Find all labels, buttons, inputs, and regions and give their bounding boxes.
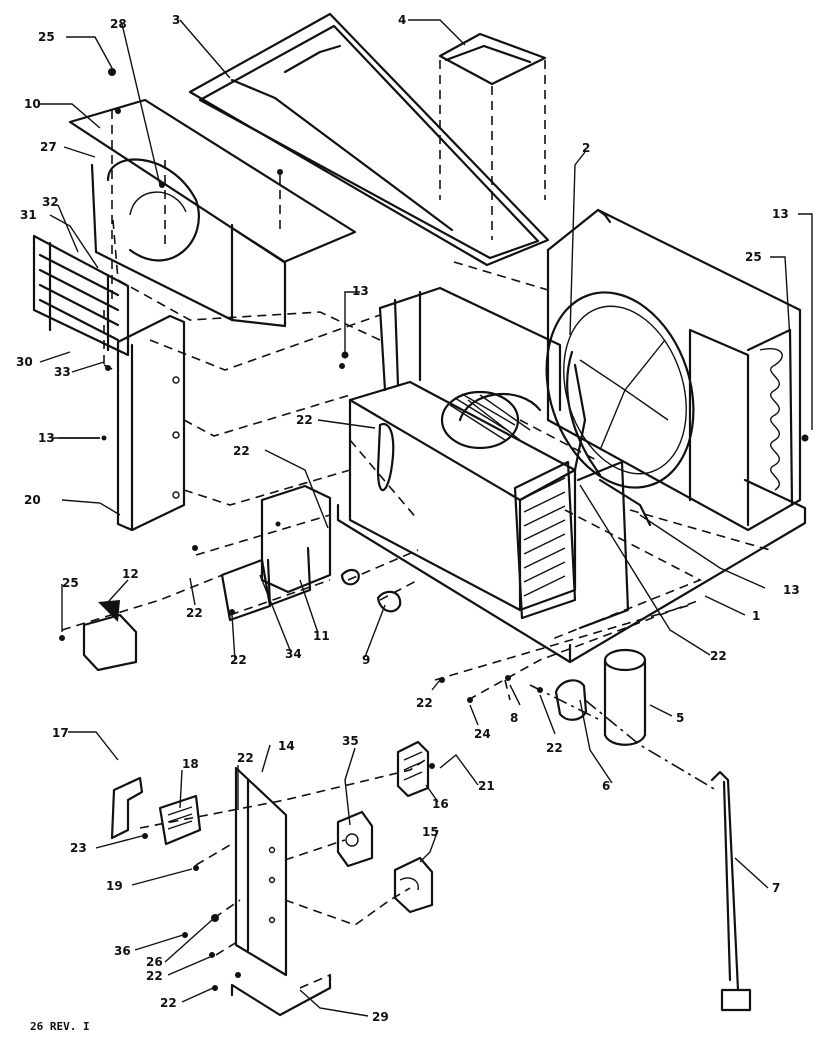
callout-8: 8 [510,711,518,725]
part-vent-door [438,32,547,240]
callout-22-g: 22 [160,996,177,1010]
callout-32: 32 [42,195,59,209]
part-top-cover [188,12,550,267]
callout-34: 34 [285,647,302,661]
part-control-box [220,484,332,622]
callout-25-right: 25 [745,250,762,264]
leader-lines [38,19,813,1017]
drawing-revision-code: 26 REV. I [30,1020,90,1033]
callout-5: 5 [676,711,684,725]
callout-22-f: 22 [146,969,163,983]
callout-7: 7 [772,881,780,895]
callout-19: 19 [106,879,123,893]
callout-26: 26 [146,955,163,969]
callout-13-right-low: 13 [783,583,800,597]
part-capacitor-12 [82,600,138,672]
callout-labels: 25 28 3 4 10 27 2 13 31 32 25 13 30 33 2… [16,13,800,1024]
part-capacitor-bracket [554,679,588,721]
callout-14: 14 [278,739,295,753]
part-selector-switch [158,794,202,846]
callout-27: 27 [40,140,57,154]
callout-4: 4 [398,13,406,27]
callout-25-top: 25 [38,30,55,44]
callout-10: 10 [24,97,41,111]
part-control-panel [234,766,288,978]
part-blower-wheel [440,390,520,450]
callout-22-e: 22 [237,751,254,765]
part-left-side-panel [101,314,186,532]
callout-13-right-top: 13 [772,207,789,221]
callout-2: 2 [582,141,590,155]
callout-1: 1 [752,609,760,623]
callout-33: 33 [54,365,71,379]
callout-17: 17 [52,726,69,740]
callout-9: 9 [362,653,370,667]
part-grommet [340,422,402,613]
part-run-capacitor [603,648,647,746]
callout-29: 29 [372,1010,389,1024]
callout-18: 18 [182,757,199,771]
callout-22-c: 22 [416,696,433,710]
callout-13-center: 13 [352,284,369,298]
part-base-chassis [336,286,807,664]
callout-3: 3 [172,13,180,27]
callout-11: 11 [313,629,330,643]
callout-22-fan: 22 [296,413,313,427]
assembly-guide-lines [61,219,771,989]
part-bottom-bracket [230,973,332,1017]
callout-6: 6 [602,779,610,793]
callout-16: 16 [432,797,449,811]
part-relay [396,740,430,798]
callout-31: 31 [20,208,37,222]
part-partition-housing [348,380,577,612]
part-switch-bracket [110,776,144,840]
callout-22-right: 22 [710,649,727,663]
callout-20: 20 [24,493,41,507]
callout-21: 21 [478,779,495,793]
callout-28: 28 [110,17,127,31]
callout-15: 15 [422,825,439,839]
part-front-panel [68,98,357,328]
callout-13-left: 13 [38,431,55,445]
callout-22-box: 22 [233,444,250,458]
part-thermostat [336,810,374,868]
callout-22-a: 22 [186,606,203,620]
callout-22-d: 22 [546,741,563,755]
part-fan-shroud [566,350,602,477]
callout-30: 30 [16,355,33,369]
callout-36: 36 [114,944,131,958]
callout-22-b: 22 [230,653,247,667]
fasteners [59,68,809,991]
callout-23: 23 [70,841,87,855]
callout-35: 35 [342,734,359,748]
callout-24: 24 [474,727,491,741]
part-left-grille-bracket [32,234,130,371]
part-power-cord [710,770,752,1012]
callout-25-left: 25 [62,576,79,590]
part-rotary-switch [393,856,434,914]
callout-12: 12 [122,567,139,581]
